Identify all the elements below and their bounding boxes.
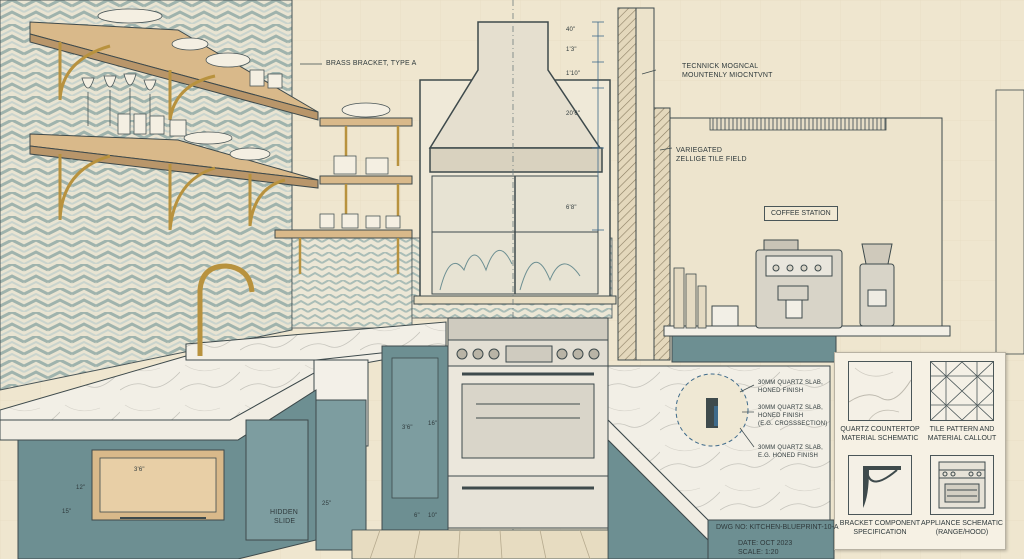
dim-cabinet-1: 3'6" bbox=[134, 467, 145, 473]
slab-note-3-line1: 30MM QUARTZ SLAB, bbox=[758, 445, 823, 451]
range-appliance-icon bbox=[930, 455, 994, 515]
legend-quartz: QUARTZ COUNTERTOP MATERIAL SCHEMATIC bbox=[839, 361, 921, 443]
legend-tile-line2: MATERIAL CALLOUT bbox=[927, 435, 997, 442]
callout-variegated-line1: VARIEGATED bbox=[676, 147, 723, 154]
legend-quartz-line1: QUARTZ COUNTERTOP bbox=[840, 426, 920, 433]
callout-hidden-slide-line2: SLIDE bbox=[274, 518, 296, 525]
callout-hidden-slide-line1: HIDDEN bbox=[270, 509, 299, 516]
dim-cabinet-8: 10" bbox=[428, 513, 438, 519]
dim-cabinet-3: 15" bbox=[62, 509, 72, 515]
tile-pattern-icon bbox=[930, 361, 994, 421]
legend-appliance-line1: APPLIANCE SCHEMATIC bbox=[921, 520, 1003, 527]
legend-tile-line1: TILE PATTERN AND bbox=[929, 426, 995, 433]
bracket-icon bbox=[848, 455, 912, 515]
dim-cabinet-4: 3'6" bbox=[402, 425, 413, 431]
dim-hood-3: 1'10" bbox=[566, 71, 581, 77]
legend-bracket-line2: SPECIFICATION bbox=[853, 529, 907, 536]
callout-technick-line2: MOUNTENLY MIOCNTVNT bbox=[682, 72, 773, 79]
callout-variegated-line2: ZELLIGE TILE FIELD bbox=[676, 156, 747, 163]
slab-note-2-line1: 30MM QUARTZ SLAB, bbox=[758, 405, 823, 411]
callout-brass-bracket: BRASS BRACKET, TYPE A bbox=[326, 60, 417, 67]
dim-cabinet-2: 12" bbox=[76, 485, 86, 491]
dim-hood-1: 40" bbox=[566, 27, 576, 33]
drawing-number: DWG No: KITCHEN-BLUEPRINT-10-A bbox=[716, 524, 839, 531]
callout-technick-line1: TECNNICK MOGNCAL bbox=[682, 63, 759, 70]
dim-cabinet-6: 25" bbox=[322, 501, 332, 507]
drawing-scale: SCALE: 1:20 bbox=[738, 549, 779, 556]
dim-hood-2: 1'3" bbox=[566, 47, 577, 53]
legend-tile: TILE PATTERN AND MATERIAL CALLOUT bbox=[921, 361, 1003, 443]
quartz-swatch-icon bbox=[848, 361, 912, 421]
legend-bracket: BRACKET COMPONENT SPECIFICATION bbox=[839, 455, 921, 537]
slab-note-1-line2: HONED FINISH bbox=[758, 388, 804, 394]
slab-note-2-line2: HONED FINISH bbox=[758, 413, 804, 419]
slab-note-3-line2: E.G. HONED FINISH bbox=[758, 453, 819, 459]
callout-coffee-station: COFFEE STATION bbox=[764, 206, 838, 221]
legend-appliance: APPLIANCE SCHEMATIC (RANGE/HOOD) bbox=[921, 455, 1003, 537]
dim-cabinet-5: 16" bbox=[428, 421, 438, 427]
material-legend-panel: QUARTZ COUNTERTOP MATERIAL SCHEMATIC TIL… bbox=[834, 352, 1006, 550]
dim-hood-5: 6'8" bbox=[566, 205, 577, 211]
legend-appliance-line2: (RANGE/HOOD) bbox=[935, 529, 989, 536]
slab-note-1-line1: 30MM QUARTZ SLAB, bbox=[758, 380, 823, 386]
legend-bracket-line1: BRACKET COMPONENT bbox=[839, 520, 921, 527]
dim-hood-4: 20'6" bbox=[566, 111, 581, 117]
legend-quartz-line2: MATERIAL SCHEMATIC bbox=[841, 435, 919, 442]
dim-cabinet-7: 6" bbox=[414, 513, 420, 519]
slab-note-2-line3: (E.G. CROSSSECTION) bbox=[758, 421, 828, 427]
drawing-date: DATE: OCT 2023 bbox=[738, 540, 793, 547]
